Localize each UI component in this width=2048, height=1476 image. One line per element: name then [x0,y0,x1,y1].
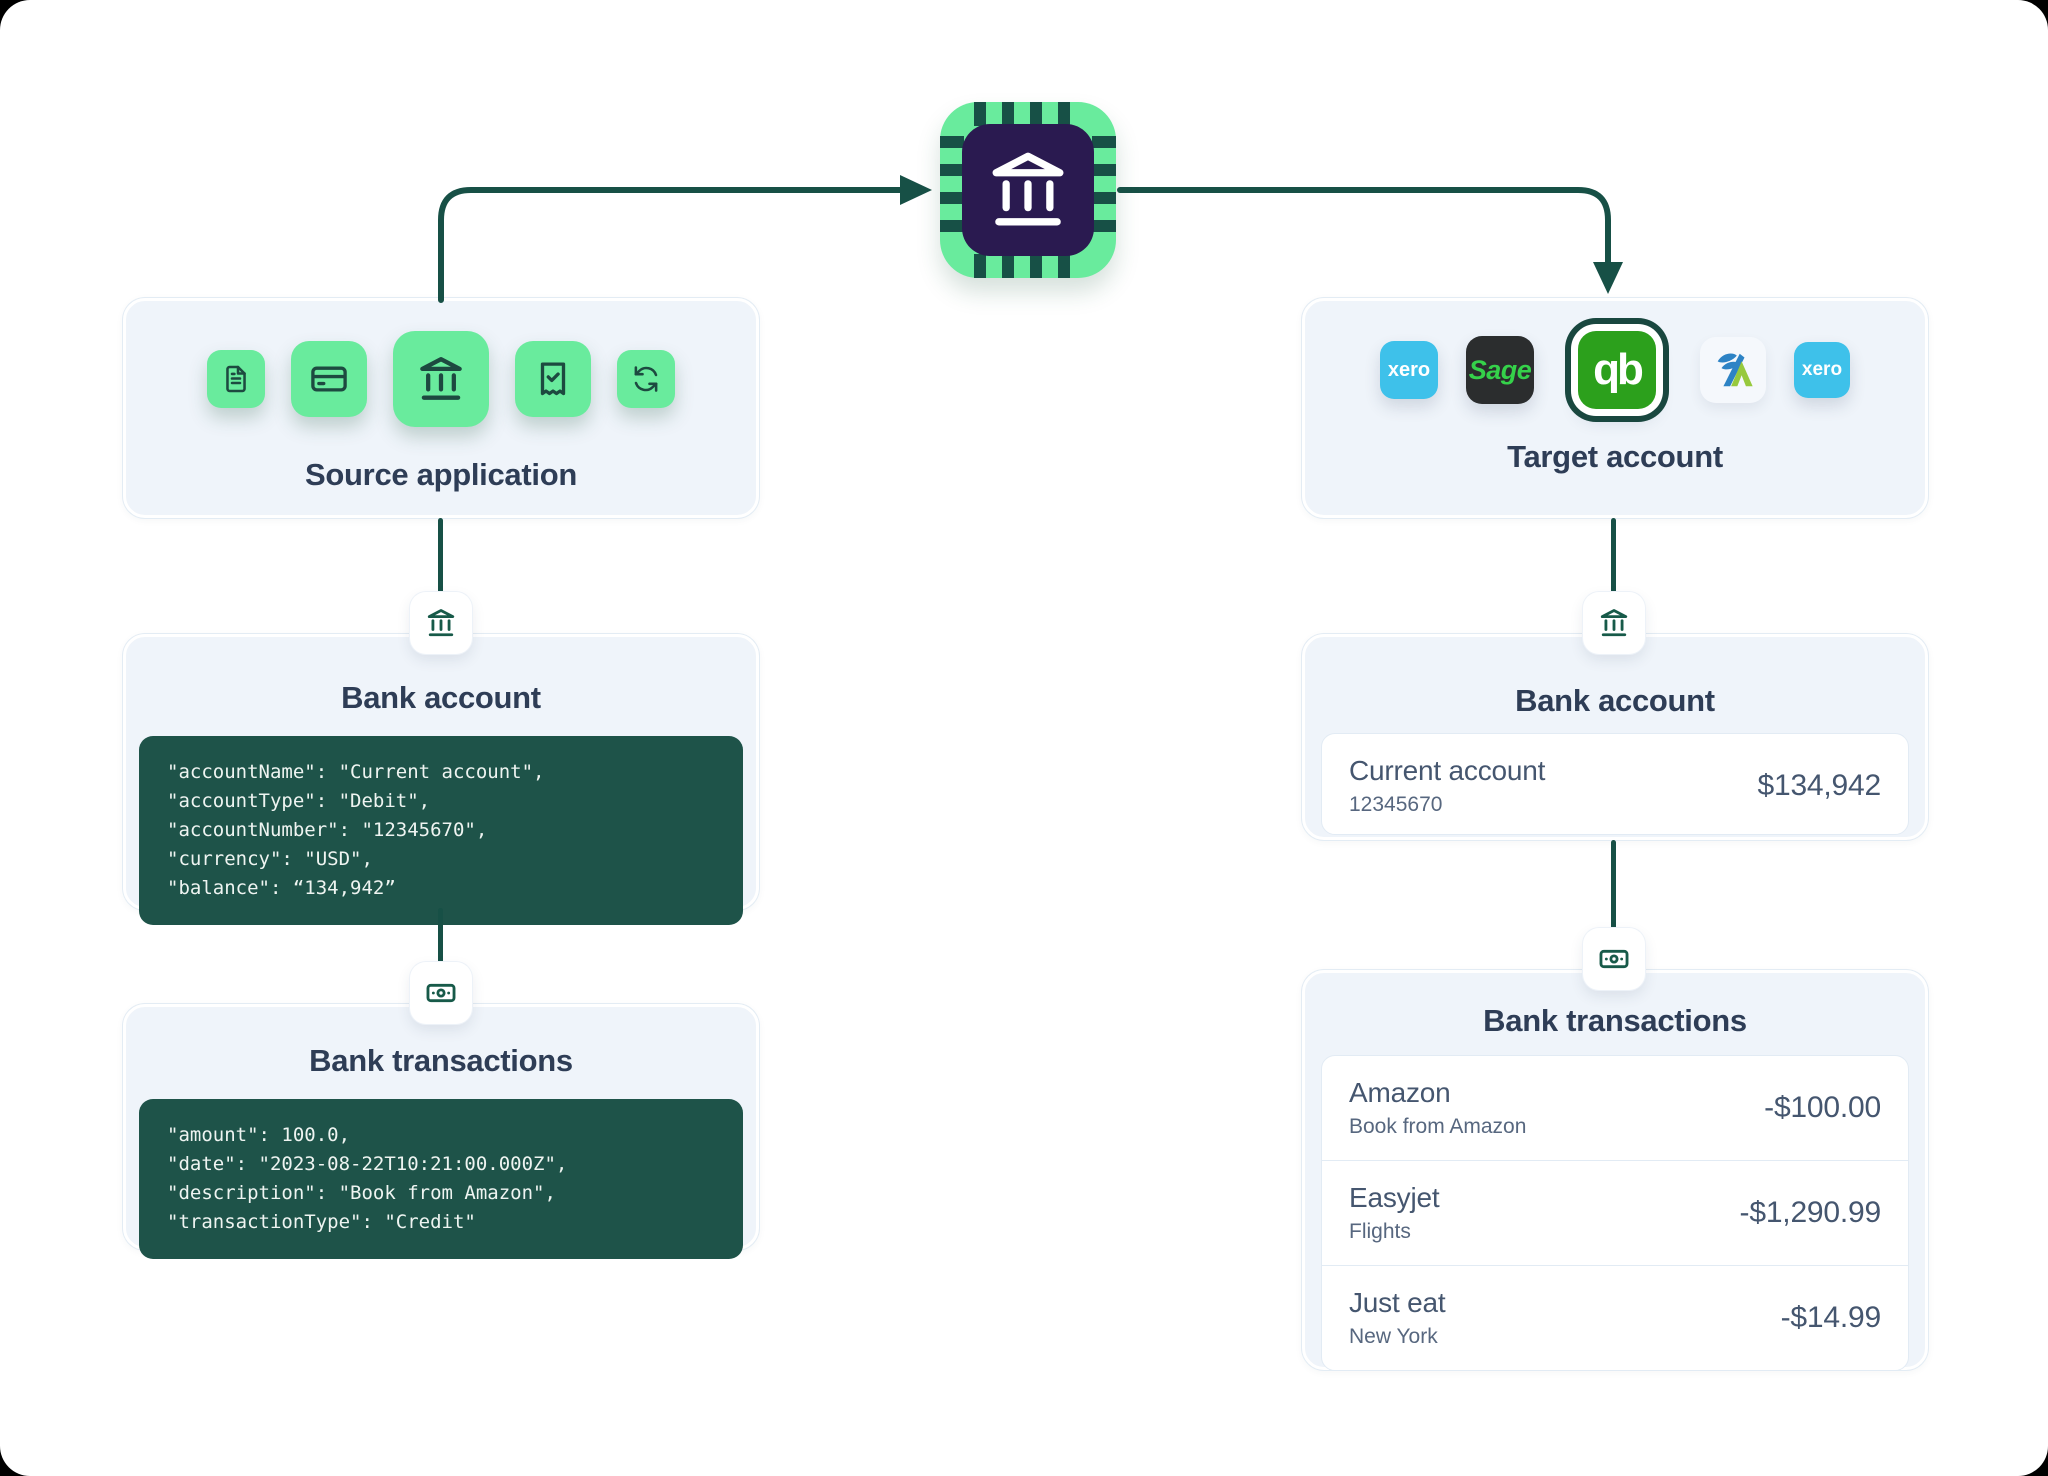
connector-source-to-bank [438,518,443,638]
quickbooks-logo-selected: qb [1578,331,1656,409]
xero-logo-label: xero [1801,359,1843,380]
document-icon [207,350,265,408]
target-panel-title: Target account [1507,439,1723,474]
code-line: "currency": "USD", [167,848,373,870]
transaction-info: Amazon Book from Amazon [1349,1077,1526,1139]
bank-account-code-block: "accountName": "Current account", "accou… [139,736,743,925]
transaction-description: Book from Amazon [1349,1115,1527,1138]
left-bank-transactions-title: Bank transactions [309,1043,573,1078]
left-bank-account-title: Bank account [341,680,541,715]
source-panel-title: Source application [305,457,577,492]
transaction-amount: -$100.00 [1764,1091,1881,1124]
left-bank-transactions-panel: Bank transactions "amount": 100.0, "date… [123,1004,759,1259]
right-bank-account-title: Bank account [1515,683,1715,718]
code-line: "balance": “134,942” [167,877,396,899]
transaction-amount: -$1,290.99 [1739,1196,1882,1229]
connector-bank-to-transactions [438,908,443,1008]
transaction-name: Amazon [1349,1077,1451,1108]
bank-transactions-code-block: "amount": 100.0, "date": "2023-08-22T10:… [139,1099,743,1259]
xero-logo: xero [1794,342,1850,398]
xero-logo-label: xero [1387,358,1431,381]
right-bank-transactions-panel: Bank transactions Amazon Book from Amazo… [1302,970,1928,1371]
banknote-badge [1583,928,1645,990]
bank-account-card: Current account 12345670 $134,942 [1321,733,1909,835]
right-bank-transactions-title: Bank transactions [1483,1003,1747,1038]
account-row: Current account 12345670 $134,942 [1322,734,1908,838]
credit-card-icon [291,341,367,417]
sage-logo-label: Sage [1468,354,1532,385]
transaction-row: Easyjet Flights -$1,290.99 [1322,1160,1908,1265]
transaction-name: Just eat [1349,1287,1446,1318]
code-line: "description": "Book from Amazon", [167,1182,556,1204]
account-info: Current account 12345670 [1349,755,1545,817]
code-line: "accountType": "Debit", [167,790,431,812]
banknote-icon [426,983,456,1003]
transaction-name: Easyjet [1349,1182,1440,1213]
transaction-description: Flights [1349,1220,1411,1243]
chip-core [962,124,1094,256]
receipt-check-icon [515,341,591,417]
source-application-panel: Source application [123,298,759,518]
code-line: "accountName": "Current account", [167,761,545,783]
banknote-icon [1599,949,1629,969]
bank-icon [393,331,489,427]
sync-icon [617,350,675,408]
account-balance: $134,942 [1757,769,1881,802]
code-line: "transactionType": "Credit" [167,1211,476,1233]
bank-chip-icon [940,102,1116,278]
account-name: Current account [1349,755,1546,786]
bank-icon [992,152,1064,226]
sage-logo: Sage [1466,336,1534,404]
code-line: "amount": 100.0, [167,1124,351,1146]
quickbooks-logo-label: qb [1593,345,1644,394]
code-line: "accountNumber": "12345670", [167,819,488,841]
transaction-description: New York [1349,1325,1438,1348]
transaction-row: Amazon Book from Amazon -$100.00 [1322,1056,1908,1160]
xero-logo: xero [1380,341,1438,399]
chip-pins-top [974,102,1086,126]
bank-transactions-card: Amazon Book from Amazon -$100.00 Easyjet… [1321,1055,1909,1371]
bank-icon [1600,609,1628,637]
chip-pins-left [940,136,964,248]
transaction-info: Just eat New York [1349,1287,1446,1349]
bank-badge [410,592,472,654]
account-number: 12345670 [1349,793,1443,816]
banknote-badge [410,962,472,1024]
chip-pins-bottom [974,254,1086,278]
connector-target-to-bank [1611,518,1616,638]
source-icon-row [126,331,756,427]
bank-icon [427,609,455,637]
transaction-amount: -$14.99 [1780,1301,1882,1334]
right-bank-account-panel: Bank account Current account 12345670 $1… [1302,634,1928,840]
chip-pins-right [1092,136,1116,248]
target-logo-row: xero Sage qb xero [1305,331,1925,409]
code-line: "date": "2023-08-22T10:21:00.000Z", [167,1153,568,1175]
target-account-panel: xero Sage qb xero Target account [1302,298,1928,518]
freeagent-logo [1700,337,1766,403]
transaction-info: Easyjet Flights [1349,1182,1440,1244]
transaction-row: Just eat New York -$14.99 [1322,1265,1908,1370]
connector-bank-to-transactions-right [1611,840,1616,974]
left-bank-account-panel: Bank account "accountName": "Current acc… [123,634,759,925]
freeagent-mark-icon [1717,353,1753,387]
bank-badge [1583,592,1645,654]
